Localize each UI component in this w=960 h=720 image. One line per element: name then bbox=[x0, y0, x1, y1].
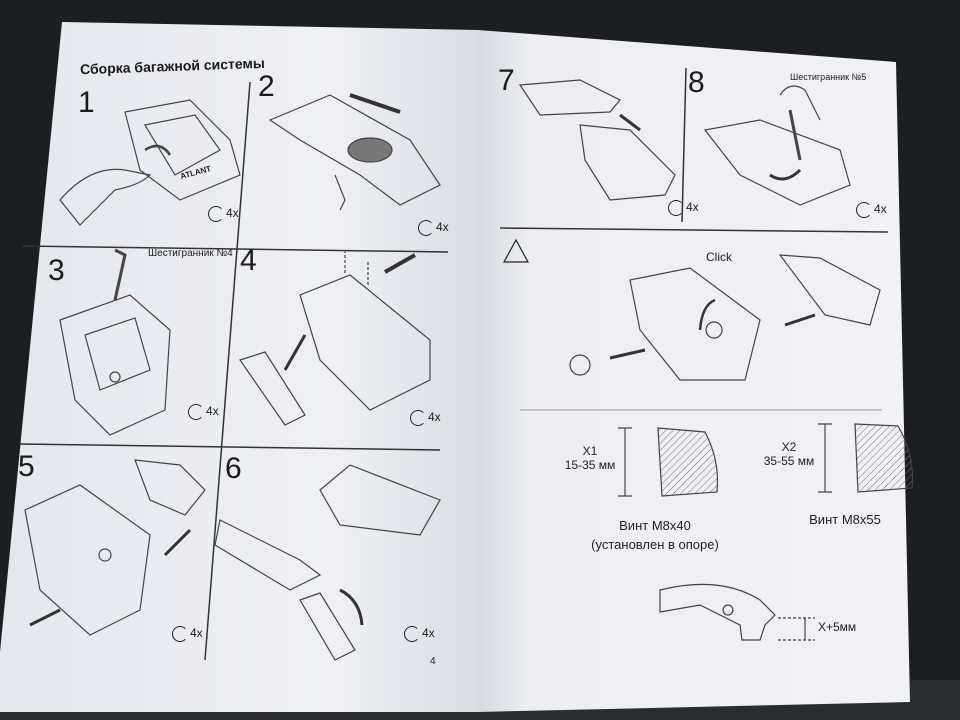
step6-bar-drawing bbox=[214, 519, 322, 591]
step-number-1: 1 bbox=[78, 86, 95, 119]
x2-label-block: X2 35-55 мм bbox=[756, 440, 822, 468]
step5-cover-drawing bbox=[134, 459, 206, 516]
step-number-5: 5 bbox=[18, 450, 35, 483]
step4-repeat: 4x bbox=[410, 410, 441, 426]
step3-mount-drawing bbox=[59, 294, 171, 436]
repeat-icon bbox=[188, 404, 204, 420]
click-label: Click bbox=[706, 250, 732, 264]
repeat-icon bbox=[418, 220, 434, 236]
repeat-icon bbox=[208, 206, 224, 222]
grid-divider-right-row1 bbox=[499, 227, 889, 233]
warning-cover-drawing bbox=[778, 254, 881, 326]
step1-repeat: 4x bbox=[208, 206, 239, 222]
step-number-2: 2 bbox=[258, 70, 275, 103]
x2-label: X2 bbox=[781, 440, 797, 454]
step7-bar-drawing bbox=[518, 79, 621, 116]
screw-x1-block: Винт M8x40 (установлен в опоре) bbox=[560, 516, 750, 554]
repeat-icon bbox=[404, 626, 420, 642]
step4-mount-drawing bbox=[299, 274, 431, 411]
left-page-number: 4 bbox=[430, 656, 436, 667]
step7-mount-drawing bbox=[579, 124, 676, 201]
warning-mount-drawing bbox=[629, 267, 761, 381]
step6-profile-drawing bbox=[319, 464, 441, 536]
repeat-icon bbox=[410, 410, 426, 426]
step-number-8: 8 bbox=[688, 66, 705, 99]
screw-x2: Винт M8x55 bbox=[809, 512, 881, 527]
grid-divider-vertical-right bbox=[681, 67, 687, 223]
x1-label: X1 bbox=[582, 444, 598, 458]
nut-drawing bbox=[569, 354, 591, 376]
screw-x1-note: (установлен в опоре) bbox=[591, 537, 719, 552]
step8-mount-drawing bbox=[703, 119, 851, 206]
grid-divider-row1 bbox=[21, 245, 449, 253]
step6-repeat: 4x bbox=[404, 626, 435, 642]
step-number-4: 4 bbox=[240, 244, 257, 277]
step8-hand-drawing bbox=[779, 85, 821, 121]
step-number-7: 7 bbox=[498, 64, 515, 97]
x2-profile bbox=[854, 423, 914, 493]
step7-repeat: 4x bbox=[668, 200, 699, 216]
grid-divider-row2 bbox=[19, 443, 441, 451]
x2-dimension bbox=[818, 423, 832, 493]
step8-hexkey bbox=[788, 109, 802, 161]
step1-hand-drawing bbox=[59, 168, 152, 226]
step8-repeat: 4x bbox=[856, 202, 887, 218]
repeat-icon bbox=[172, 626, 188, 642]
screw-x1: Винт M8x40 bbox=[619, 518, 691, 533]
step2-arrow bbox=[349, 93, 401, 114]
step-number-3: 3 bbox=[48, 254, 65, 287]
step3-tool-label: Шестигранник №4 bbox=[148, 248, 233, 259]
warning-icon bbox=[502, 238, 530, 263]
right-page bbox=[478, 30, 910, 712]
repeat-icon bbox=[856, 202, 872, 218]
step8-tool-label: Шестигранник №5 bbox=[790, 72, 867, 82]
step1-mount-drawing bbox=[124, 99, 241, 201]
x1-label-block: X1 15-35 мм bbox=[560, 444, 620, 472]
x1-dimension bbox=[618, 427, 632, 497]
x1-range: 15-35 мм bbox=[564, 458, 616, 472]
left-page bbox=[0, 22, 478, 712]
step3-hexkey bbox=[113, 248, 127, 301]
step-number-6: 6 bbox=[225, 452, 242, 485]
x2-range: 35-55 мм bbox=[763, 454, 815, 468]
grid-divider-vertical bbox=[204, 81, 251, 661]
right-page-number: 5 bbox=[952, 640, 958, 651]
step5-repeat: 4x bbox=[172, 626, 203, 642]
step3-repeat: 4x bbox=[188, 404, 219, 420]
offset-label: X+5мм bbox=[818, 620, 857, 634]
step2-bar-drawing bbox=[268, 94, 441, 206]
bar-end-drawing bbox=[659, 583, 776, 641]
repeat-icon bbox=[668, 200, 684, 216]
step6-plate-drawing bbox=[299, 592, 356, 661]
step2-repeat: 4x bbox=[418, 220, 449, 236]
x1-profile bbox=[657, 427, 719, 497]
step5-mount-drawing bbox=[24, 484, 151, 636]
step4-plate-drawing bbox=[239, 351, 306, 426]
